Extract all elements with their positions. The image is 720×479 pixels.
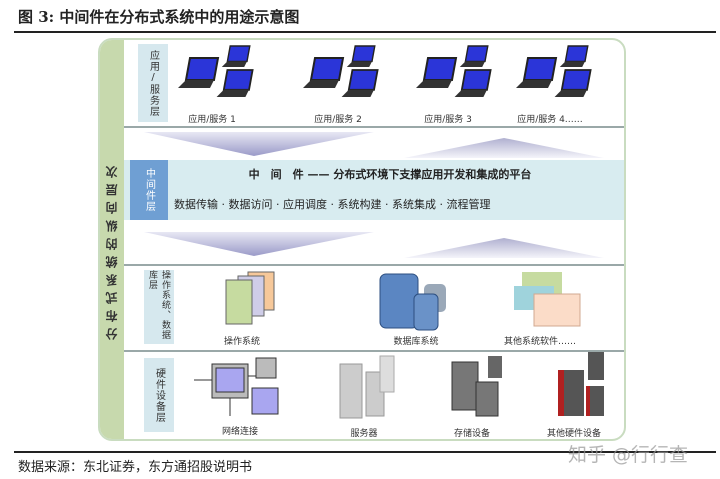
hardware-layer-label: 硬件设备层 xyxy=(144,358,174,432)
software-caption: 其他系统软件…… xyxy=(503,337,576,347)
laptop-icon xyxy=(516,57,558,88)
os-db-layer-label: 操作系统、数据库层 xyxy=(144,270,174,344)
storage-caption: 存储设备 xyxy=(453,429,490,439)
footer-divider xyxy=(14,451,716,453)
flow-arrows xyxy=(144,132,604,258)
os-caption: 操作系统 xyxy=(223,337,260,347)
middleware-functions: 数据传输 · 数据访问 · 应用调度 · 系统构建 · 系统集成 · 流程管理 xyxy=(174,198,491,211)
laptop-icon xyxy=(303,57,345,88)
layer-divider xyxy=(124,350,624,352)
app-caption-4: 应用/服务 4…… xyxy=(517,115,583,125)
software-blocks-icon xyxy=(514,272,581,327)
up-arrow-icon xyxy=(404,138,604,158)
layer-divider xyxy=(124,264,624,266)
source-note: 数据来源：东北证券，东方通招股说明书 xyxy=(18,460,253,475)
other-hardware-caption: 其他硬件设备 xyxy=(546,429,601,439)
server-caption: 服务器 xyxy=(350,429,378,439)
middleware-title: 中 间 件 —— 分布式环境下支撑应用开发和集成的平台 xyxy=(248,168,532,181)
laptop-icon xyxy=(346,45,376,67)
laptop-icon xyxy=(221,45,251,67)
database-icon xyxy=(379,273,446,331)
down-arrow-icon xyxy=(144,132,374,156)
laptop-icon xyxy=(341,69,379,97)
db-caption: 数据库系统 xyxy=(393,337,439,347)
laptop-icon xyxy=(454,69,492,97)
layer-divider xyxy=(124,126,624,128)
laptop-icon xyxy=(459,45,489,67)
side-label: 分布式系统的纵向层次 xyxy=(104,160,119,340)
laptop-icon xyxy=(178,57,220,88)
laptop-icon xyxy=(416,57,458,88)
middleware-layer-label: 中间件层 xyxy=(130,160,168,220)
app-caption-1: 应用/服务 1 xyxy=(188,115,236,125)
middleware-band xyxy=(124,160,624,220)
up-arrow-icon xyxy=(404,238,604,258)
title-divider xyxy=(14,31,716,33)
laptop-group xyxy=(178,45,592,97)
server-icon xyxy=(339,355,395,419)
app-layer-label: 应用/服务层 xyxy=(138,44,168,122)
figure-title: 图 3: 中间件在分布式系统中的用途示意图 xyxy=(18,8,300,26)
documents-icon xyxy=(225,271,275,325)
app-caption-2: 应用/服务 2 xyxy=(314,115,362,125)
network-icon xyxy=(194,357,279,416)
down-arrow-icon xyxy=(144,232,374,256)
watermark: 知乎 @行行查 xyxy=(568,444,689,466)
hardware-icons xyxy=(194,352,604,419)
side-strip xyxy=(100,40,124,439)
laptop-icon xyxy=(554,69,592,97)
laptop-icon xyxy=(559,45,589,67)
laptop-icon xyxy=(216,69,254,97)
app-caption-3: 应用/服务 3 xyxy=(424,115,472,125)
storage-icon xyxy=(451,356,502,417)
other-hardware-icon xyxy=(558,352,604,416)
network-caption: 网络连接 xyxy=(221,427,258,437)
os-db-icons xyxy=(225,271,581,331)
diagram-frame: 分布式系统的纵向层次 应用/服务层 应用/服务 1 应用/服务 2 应用/服务 … xyxy=(98,38,626,441)
